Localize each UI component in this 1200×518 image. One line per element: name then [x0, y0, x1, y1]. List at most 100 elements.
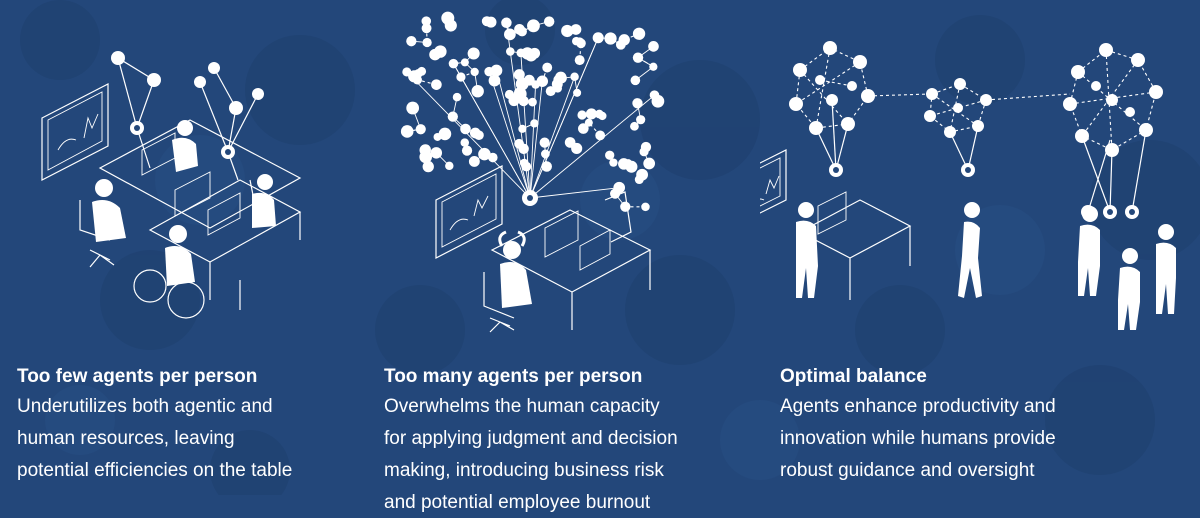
agent-node-icon — [636, 169, 648, 181]
agent-node-icon — [565, 137, 576, 148]
agent-node-icon — [461, 138, 469, 146]
agent-node-icon — [434, 45, 446, 57]
panel-optimal: Optimal balance Agents enhance productiv… — [760, 0, 1200, 495]
panel-text-line: innovation while humans provide — [780, 424, 1056, 454]
agent-node-icon — [431, 147, 443, 159]
panel-title: Too many agents per person — [384, 364, 678, 390]
panel-too-many: Too many agents per person Overwhelms th… — [380, 0, 780, 495]
monitor-dashboard-icon — [42, 84, 108, 180]
agent-node-icon — [593, 32, 604, 43]
panel-text-line: and potential employee burnout — [384, 488, 678, 518]
agent-node-icon — [445, 162, 453, 170]
agent-node-icon — [643, 158, 655, 170]
agent-node-icon — [633, 52, 643, 62]
agent-node-icon — [630, 122, 639, 131]
agent-node-icon — [422, 23, 432, 33]
illustration-too-few — [0, 0, 390, 350]
agent-node-icon — [406, 36, 416, 46]
agent-node-icon — [468, 47, 480, 59]
dense-agent-nodes — [401, 12, 664, 212]
agent-node-icon — [518, 144, 528, 154]
agent-node-icon — [469, 156, 480, 167]
agent-node-icon — [620, 202, 630, 212]
agent-node-icon — [484, 67, 494, 77]
agent-cluster-left — [789, 41, 875, 177]
agent-node-icon — [472, 85, 484, 97]
agent-node-icon — [419, 145, 430, 156]
agent-node-icon — [456, 72, 465, 81]
agent-node-icon — [650, 90, 660, 100]
agent-node-icon — [470, 128, 481, 139]
agent-node-icon — [609, 158, 617, 166]
agent-node-icon — [431, 79, 442, 90]
panel-text-line: Agents enhance productivity and — [780, 392, 1056, 422]
agent-node-icon — [530, 119, 538, 127]
agent-node-icon — [401, 125, 414, 138]
desk-workstation-icon — [492, 192, 650, 330]
agent-node-icon — [422, 38, 431, 47]
agent-node-icon — [460, 124, 471, 135]
agent-node-icon — [570, 72, 578, 80]
agent-node-icon — [504, 28, 516, 40]
person-figure-icon — [92, 120, 276, 286]
agent-node-icon — [528, 98, 537, 107]
panel-title: Optimal balance — [780, 364, 1056, 390]
agent-cluster-right — [1063, 43, 1163, 219]
agent-node-icon — [423, 161, 434, 172]
agent-node-icon — [577, 110, 586, 119]
agent-node-icon — [514, 69, 525, 80]
agent-node-icon — [505, 90, 514, 99]
agent-node-icon — [471, 68, 479, 76]
agent-node-icon — [478, 148, 490, 160]
agent-node-icon — [485, 17, 496, 28]
panel-text-line: Overwhelms the human capacity — [384, 392, 678, 422]
agent-node-icon — [448, 111, 458, 121]
agent-node-icon — [555, 72, 566, 83]
agent-node-icon — [576, 38, 586, 48]
agent-cluster-middle — [924, 78, 992, 177]
illustration-optimal — [760, 0, 1200, 350]
agent-node-icon — [462, 145, 472, 155]
agent-node-icon — [416, 124, 426, 134]
agent-node-icon — [604, 32, 616, 44]
agent-node-icon — [541, 161, 551, 171]
agent-node-icon — [531, 80, 539, 88]
agent-node-icon — [441, 12, 454, 25]
agent-node-icon — [613, 182, 625, 194]
monitor-dashboard-icon — [436, 166, 502, 258]
panel-text-line: robust guidance and oversight — [780, 456, 1056, 486]
agent-hub — [522, 190, 538, 206]
agent-node-icon — [561, 25, 573, 37]
agent-node-icon — [522, 162, 532, 172]
panel-text-line: for applying judgment and decision — [384, 424, 678, 454]
agent-node-icon — [514, 24, 525, 35]
agent-node-icon — [636, 115, 645, 124]
agent-node-icon — [434, 133, 442, 141]
agent-node-icon — [639, 147, 648, 156]
panel-text-line: Underutilizes both agentic and — [17, 392, 292, 422]
agent-node-icon — [618, 158, 629, 169]
agent-node-icon — [540, 138, 550, 148]
agent-node-icon — [605, 151, 614, 160]
panel-text-line: making, introducing business risk — [384, 456, 678, 486]
agent-node-icon — [408, 70, 420, 82]
agent-node-icon — [595, 130, 605, 140]
agent-node-icon — [518, 125, 526, 133]
agent-node-icon — [648, 41, 659, 52]
cluster-links — [868, 94, 1070, 100]
agent-node-icon — [632, 98, 642, 108]
agent-node-icon — [631, 76, 641, 86]
agent-node-icon — [542, 63, 552, 73]
agent-node-icon — [641, 203, 650, 212]
agent-node-icon — [586, 108, 597, 119]
agent-node-icon — [525, 50, 537, 62]
agent-node-icon — [541, 150, 550, 159]
agent-node-icon — [575, 55, 585, 65]
agent-node-icon — [453, 93, 462, 102]
agent-node-icon — [506, 47, 515, 56]
hub-link — [530, 188, 619, 198]
agent-node-icon — [501, 18, 511, 28]
agent-node-icon — [616, 40, 626, 50]
agent-node-icon — [489, 75, 501, 87]
panel-title: Too few agents per person — [17, 364, 292, 390]
